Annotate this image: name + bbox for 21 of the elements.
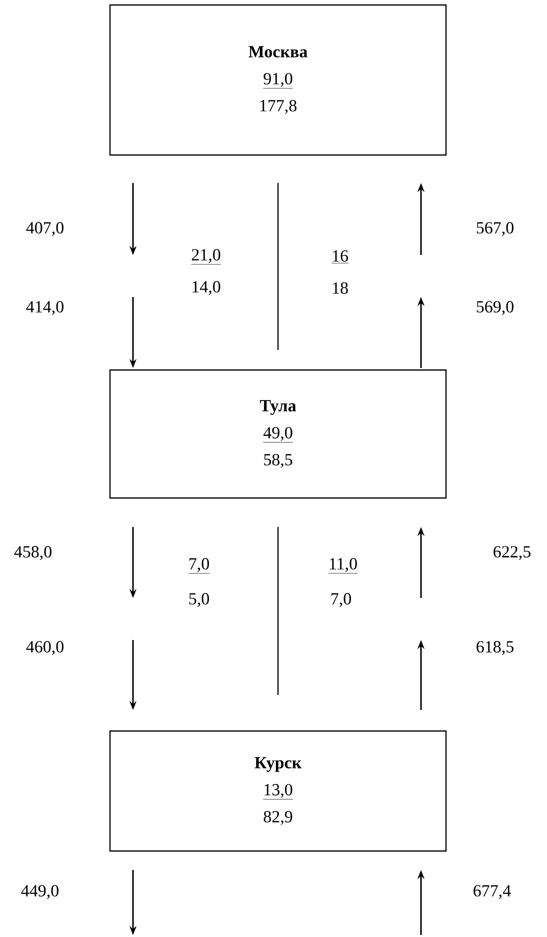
value-label: 407,0 bbox=[26, 222, 64, 236]
value-label: 458,0 bbox=[14, 546, 52, 560]
value-label: 460,0 bbox=[26, 641, 64, 655]
station-box: Москва 91,0 177,8 bbox=[109, 4, 447, 156]
value-label: 11,0 bbox=[328, 558, 358, 574]
value-label: 16 bbox=[331, 250, 349, 264]
station-box: Курск 13,0 82,9 bbox=[109, 730, 447, 852]
value-label: 569,0 bbox=[476, 301, 514, 315]
value-label: 622,5 bbox=[494, 546, 530, 560]
value-label: 7,0 bbox=[188, 558, 210, 574]
station-box: Тула 49,0 58,5 bbox=[109, 369, 447, 499]
value-label: 21,0 bbox=[190, 249, 222, 265]
value-label: 414,0 bbox=[26, 301, 64, 315]
value-label: 7,0 bbox=[332, 593, 351, 607]
value-label: 5,0 bbox=[189, 593, 209, 607]
value-label: 14,0 bbox=[192, 281, 220, 295]
value-label: 567,0 bbox=[476, 222, 514, 236]
value-label: 449,0 bbox=[21, 885, 58, 899]
value-label: 618,5 bbox=[476, 641, 514, 655]
value-label: 677,4 bbox=[474, 885, 511, 899]
value-label: 18 bbox=[333, 282, 348, 294]
